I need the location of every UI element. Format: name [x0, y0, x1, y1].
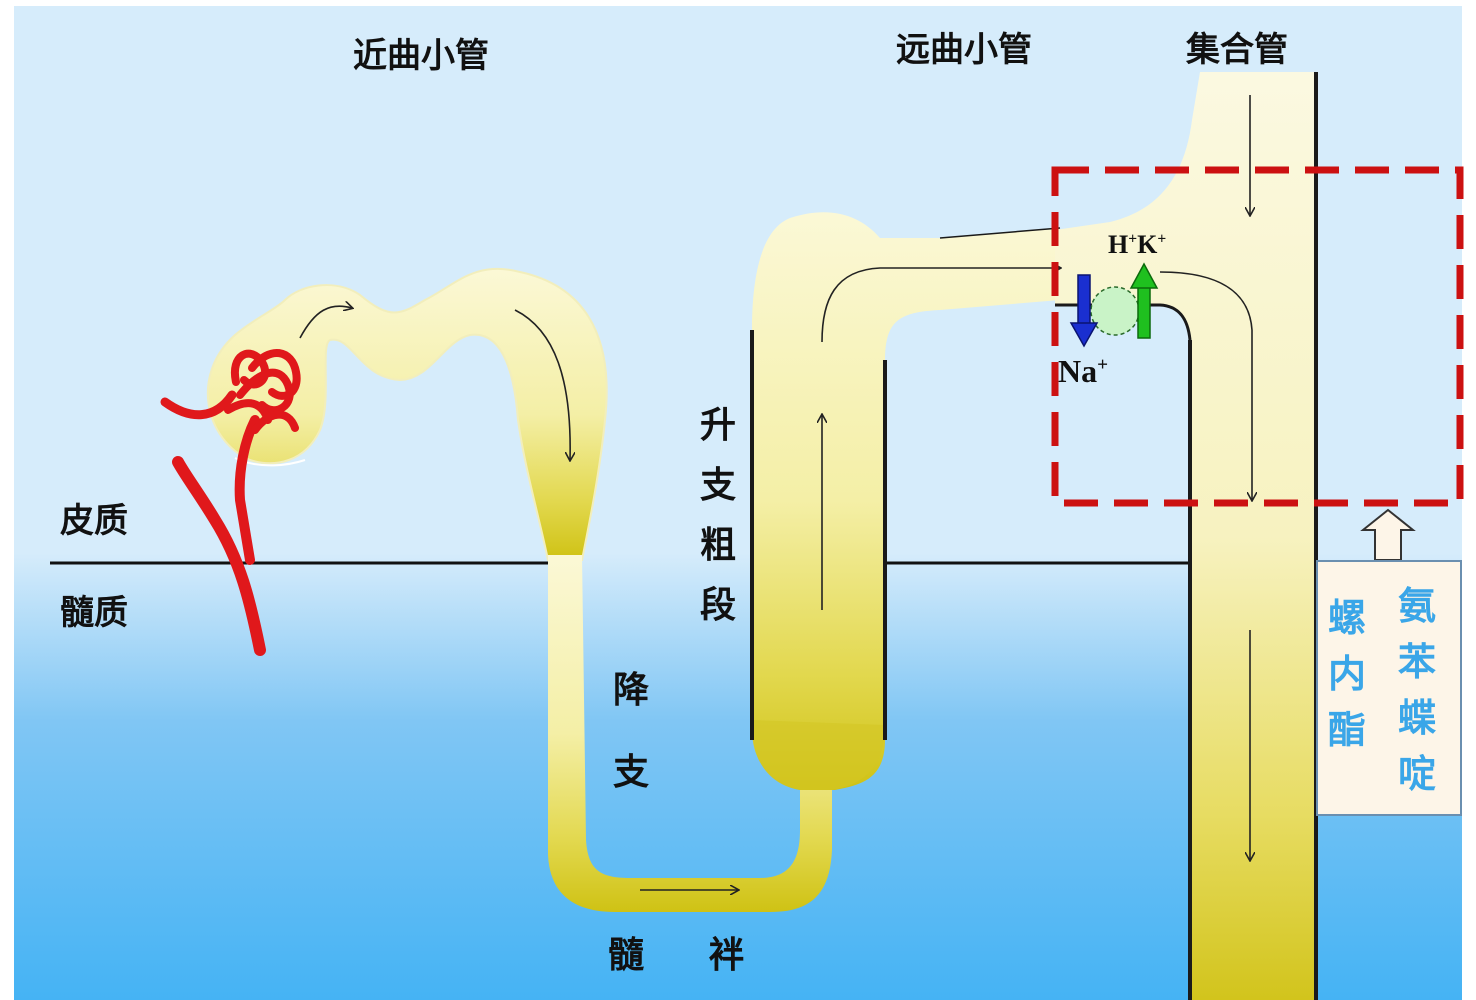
label-loop-of-henle: 髓 袢 [608, 926, 771, 978]
label-ascending-thick-limb: 升支粗段 [698, 396, 738, 636]
transporter-channel [1091, 287, 1139, 335]
drug-spironolactone: 螺内酯 [1324, 590, 1370, 758]
label-descending-limb: 降支 [611, 650, 651, 814]
drug-triamterene: 氨苯蝶啶 [1394, 578, 1440, 802]
label-proximal-tubule: 近曲小管 [353, 28, 489, 77]
drug-callout: 氨苯蝶啶 螺内酯 [1316, 560, 1462, 816]
label-na-ion: Na+ [1058, 353, 1108, 390]
label-cortex: 皮质 [60, 493, 128, 542]
label-distal-tubule: 远曲小管 [896, 22, 1032, 71]
label-h-k-ions: H+K+ [1108, 230, 1166, 260]
label-medulla: 髓质 [60, 585, 128, 634]
label-collecting-duct: 集合管 [1186, 22, 1288, 71]
